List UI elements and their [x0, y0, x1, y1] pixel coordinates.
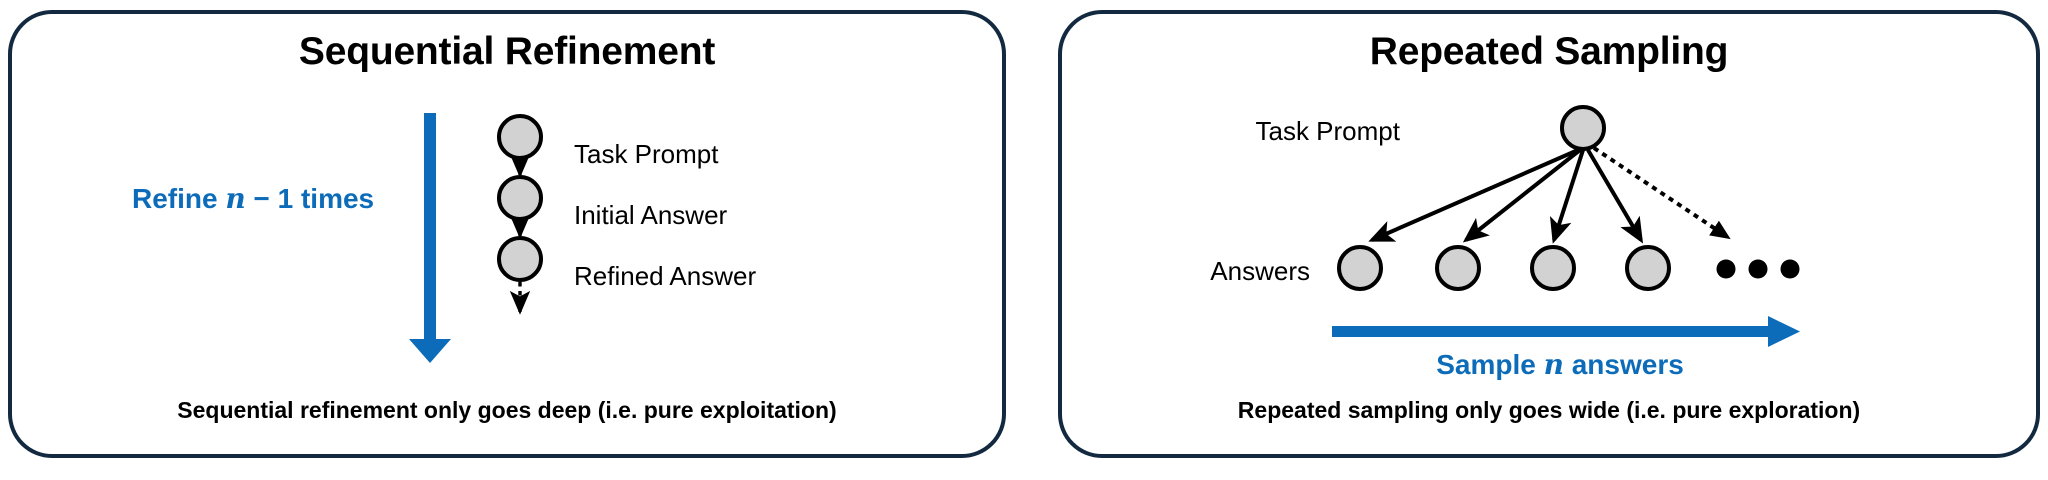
node-initial-answer [497, 175, 543, 221]
panel-repeated-sampling: Repeated Sampling Repeated sampling only… [1058, 10, 2040, 458]
refine-annotation-label: Refine n − 1 times [132, 182, 374, 215]
edge-root-to-answer-4 [1586, 148, 1644, 244]
sample-suffix: answers [1563, 349, 1684, 380]
panel-title-sequential: Sequential Refinement [298, 30, 716, 73]
node-answer-3 [1530, 245, 1576, 291]
node-task-prompt-root [1560, 105, 1606, 151]
node-answer-2 [1435, 245, 1481, 291]
node-answer-1 [1337, 245, 1383, 291]
edge-root-to-ellipsis [1592, 146, 1731, 240]
ellipsis-dots-icon [1716, 259, 1800, 279]
sample-prefix: Sample [1436, 349, 1544, 380]
panel-sequential-refinement: Sequential Refinement Refine n − 1 times… [8, 10, 1006, 458]
node-task-prompt [497, 114, 543, 160]
refine-prefix: Refine [132, 183, 226, 214]
edge-root-to-answer-2 [1462, 148, 1582, 243]
sequential-chain [497, 114, 543, 315]
sampling-tree-edges [1368, 146, 1731, 244]
node-label-refined-answer: Refined Answer [574, 261, 757, 291]
refine-suffix: − 1 times [245, 183, 375, 214]
refine-variable: n [225, 182, 246, 215]
panel-caption-sequential: Sequential refinement only goes deep (i.… [177, 397, 837, 423]
panel-caption-repeated: Repeated sampling only goes wide (i.e. p… [1237, 397, 1861, 423]
edge-root-to-answer-1 [1368, 148, 1579, 242]
node-label-task-prompt-right: Task Prompt [1255, 116, 1401, 146]
node-refined-answer [497, 236, 543, 282]
sample-right-arrow-icon [1332, 316, 1800, 347]
node-answer-4 [1625, 245, 1671, 291]
sampling-tree-nodes [1337, 105, 1671, 291]
node-label-answers: Answers [1210, 256, 1310, 286]
edge-root-to-answer-3 [1549, 149, 1585, 244]
refine-down-arrow-icon [409, 113, 451, 363]
panel-title-repeated: Repeated Sampling [1369, 30, 1729, 73]
node-label-task-prompt: Task Prompt [574, 139, 719, 169]
node-label-initial-answer: Initial Answer [574, 200, 728, 230]
sample-annotation-label: Sample n answers [1436, 348, 1684, 381]
sample-variable: n [1543, 348, 1564, 381]
